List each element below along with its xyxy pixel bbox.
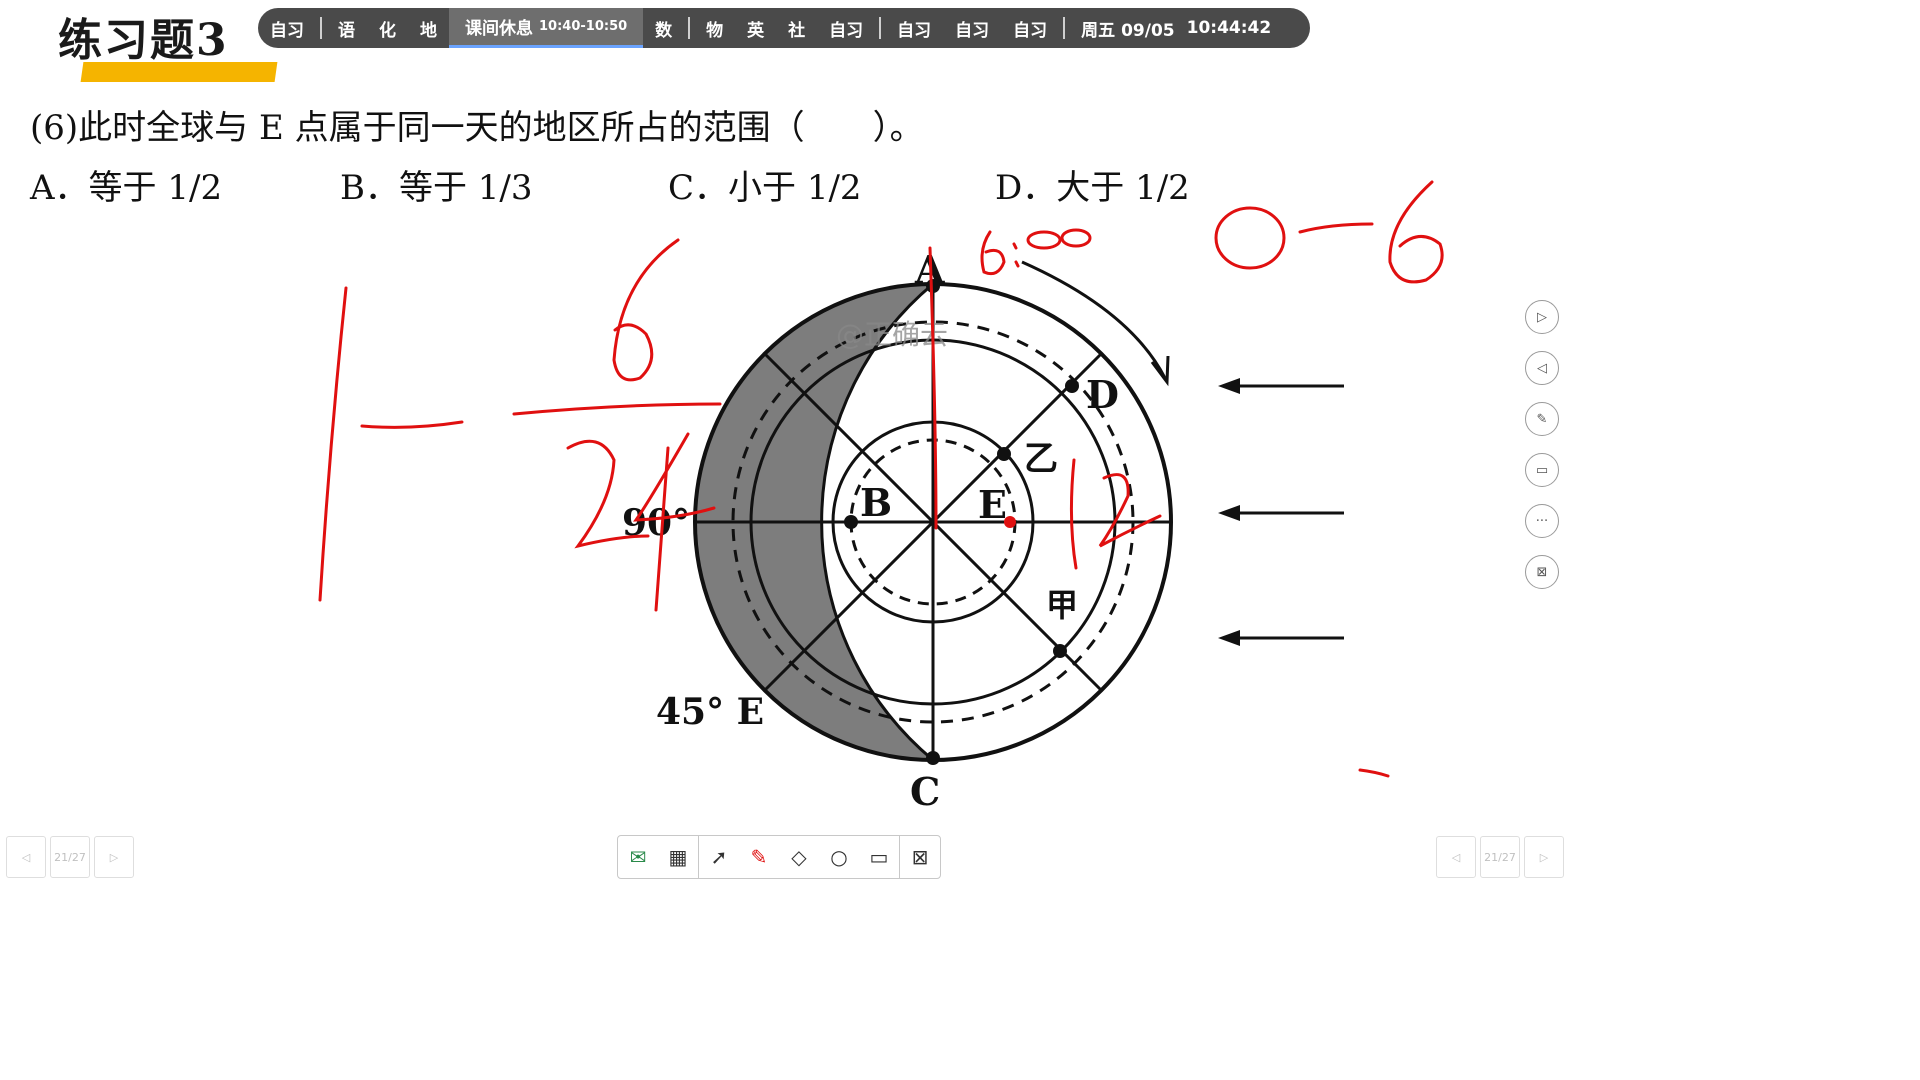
point-jia — [1053, 644, 1067, 658]
handwritten-tick — [1358, 768, 1390, 778]
label-yi: 乙 — [1024, 439, 1058, 479]
schedule-divider — [879, 17, 882, 39]
handwritten-four — [633, 432, 716, 612]
pager-right: ◁ 21/27 ▷ — [1436, 836, 1564, 878]
schedule-item: 自习 — [829, 20, 864, 41]
schedule-item: 地 — [420, 20, 437, 41]
toolbar-divider — [698, 836, 699, 878]
schedule-divider — [320, 17, 322, 39]
rotation-arrow — [1021, 260, 1167, 379]
sunlight-arrowhead-3 — [1218, 630, 1240, 646]
question-stem: (6)此时全球与 E 点属于同一天的地区所占的范围（ ）。 — [30, 108, 924, 148]
search-icon[interactable]: ○ — [830, 845, 848, 869]
option-d[interactable]: D．大于 1/2 — [995, 168, 1190, 208]
screen-icon[interactable]: ▭ — [1525, 453, 1559, 487]
option-b[interactable]: B．等于 1/3 — [340, 168, 533, 208]
handwritten-time-six — [980, 230, 1006, 276]
handwritten-one — [318, 286, 348, 602]
schedule-item: 自习 — [897, 20, 932, 41]
watermark: @正确云 — [836, 318, 948, 351]
point-c — [926, 751, 940, 765]
polar-view-diagram: A C B D E 乙 甲 90° 45° E @正确云 — [318, 180, 1444, 814]
schedule-item: 英 — [747, 20, 765, 41]
break-label: 课间休息 — [465, 19, 533, 39]
handwritten-six — [612, 238, 680, 382]
sunlight-arrowhead-2 — [1218, 505, 1240, 521]
envelope-icon[interactable]: ✉ — [629, 845, 647, 869]
play-icon[interactable]: ▷ — [1525, 300, 1559, 334]
point-e — [1004, 516, 1016, 528]
class-schedule-bar: 自习 语 化 地 课间休息 10:40-10:50 数 物 英 社 自习 自习 … — [258, 8, 1310, 48]
schedule-divider — [688, 17, 691, 39]
schedule-clock: 10:44:42 — [1186, 18, 1272, 38]
handwritten-colon — [1012, 242, 1020, 268]
meridian-diagonal-2 — [763, 352, 1103, 692]
handwritten-zero — [1214, 206, 1286, 270]
handwritten-range-six — [1388, 180, 1444, 284]
grid-icon[interactable]: ▦ — [668, 845, 688, 869]
option-a[interactable]: A．等于 1/2 — [30, 168, 223, 208]
next-page-icon[interactable]: ▷ — [94, 836, 134, 878]
break-time: 10:40-10:50 — [539, 19, 628, 34]
label-b: B — [860, 480, 892, 525]
toolbar-divider — [899, 836, 900, 878]
schedule-item: 物 — [706, 20, 724, 41]
sunlight-arrowhead-1 — [1218, 378, 1240, 394]
label-d: D — [1086, 372, 1119, 417]
exit-icon[interactable]: ⊠ — [911, 845, 929, 869]
side-toolbar: ▷ ◁ ✎ ▭ ··· ⊠ — [1525, 300, 1561, 606]
pointer-icon[interactable]: ➚ — [710, 845, 728, 869]
page-number: 21/27 — [1480, 836, 1520, 878]
handwritten-dash — [1298, 222, 1374, 234]
slide-title-block: 练习题3 — [58, 4, 278, 82]
schedule-current-break: 课间休息 10:40-10:50 — [449, 8, 644, 48]
present-icon[interactable]: ▭ — [869, 845, 889, 869]
rotation-arrowhead — [1150, 355, 1170, 387]
label-jia: 甲 — [1046, 586, 1078, 624]
page-number: 21/27 — [50, 836, 90, 878]
handwritten-minus — [360, 420, 464, 429]
option-c[interactable]: C．小于 1/2 — [668, 168, 862, 208]
pen-icon[interactable]: ✎ — [1525, 402, 1559, 436]
label-45e: 45° E — [656, 691, 764, 733]
handwritten-zero-1 — [1026, 230, 1062, 250]
point-b — [844, 515, 858, 529]
pen-icon[interactable]: ✎ — [750, 845, 768, 869]
handwriting-annotations — [318, 180, 1444, 778]
handwritten-twelve-two — [1098, 473, 1162, 548]
bottom-toolbar: ✉ ▦ ➚ ✎ ◇ ○ ▭ ⊠ — [617, 835, 941, 879]
next-page-icon[interactable]: ▷ — [1524, 836, 1564, 878]
handwritten-zero-2 — [1060, 228, 1092, 248]
point-a — [926, 279, 940, 293]
schedule-item: 自习 — [270, 20, 304, 41]
handwritten-two — [566, 439, 650, 549]
more-icon[interactable]: ··· — [1525, 504, 1559, 538]
schedule-item: 自习 — [955, 20, 990, 41]
handwritten-twelve-one — [1069, 458, 1078, 570]
schedule-item: 语 — [338, 20, 355, 41]
schedule-divider — [1063, 17, 1066, 39]
label-e: E — [978, 482, 1007, 527]
slide-title: 练习题3 — [58, 15, 229, 66]
schedule-item: 社 — [788, 20, 806, 41]
prev-page-icon[interactable]: ◁ — [1436, 836, 1476, 878]
point-yi — [997, 447, 1011, 461]
schedule-item: 化 — [379, 20, 396, 41]
fraction-bar — [512, 402, 722, 416]
eraser-icon[interactable]: ◇ — [791, 845, 807, 869]
point-d — [1065, 379, 1079, 393]
prev-page-icon[interactable]: ◁ — [6, 836, 46, 878]
schedule-date: 周五 09/05 — [1081, 20, 1175, 41]
handwritten-vertical-mark — [928, 246, 938, 530]
schedule-item: 数 — [655, 20, 673, 41]
label-c: C — [910, 769, 940, 814]
back-icon[interactable]: ◁ — [1525, 351, 1559, 385]
pager-left: ◁ 21/27 ▷ — [6, 836, 134, 878]
schedule-item: 自习 — [1013, 20, 1048, 41]
close-screen-icon[interactable]: ⊠ — [1525, 555, 1559, 589]
